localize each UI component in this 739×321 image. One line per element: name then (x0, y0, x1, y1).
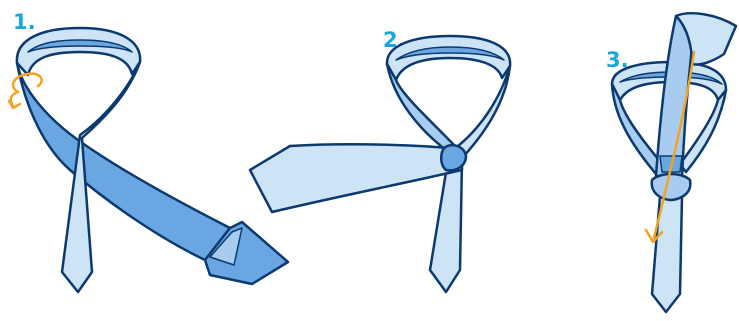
narrow-blade (430, 160, 462, 292)
collar-band (17, 28, 140, 75)
step-3-illustration (612, 13, 736, 312)
collar-band (387, 36, 510, 80)
step-2-illustration (250, 36, 510, 292)
collar-right-side (458, 66, 510, 158)
knot-wrap (441, 145, 466, 170)
narrow-blade (652, 196, 682, 312)
wide-blade (250, 144, 462, 212)
step-1-illustration (9, 28, 288, 292)
knot (652, 174, 691, 200)
